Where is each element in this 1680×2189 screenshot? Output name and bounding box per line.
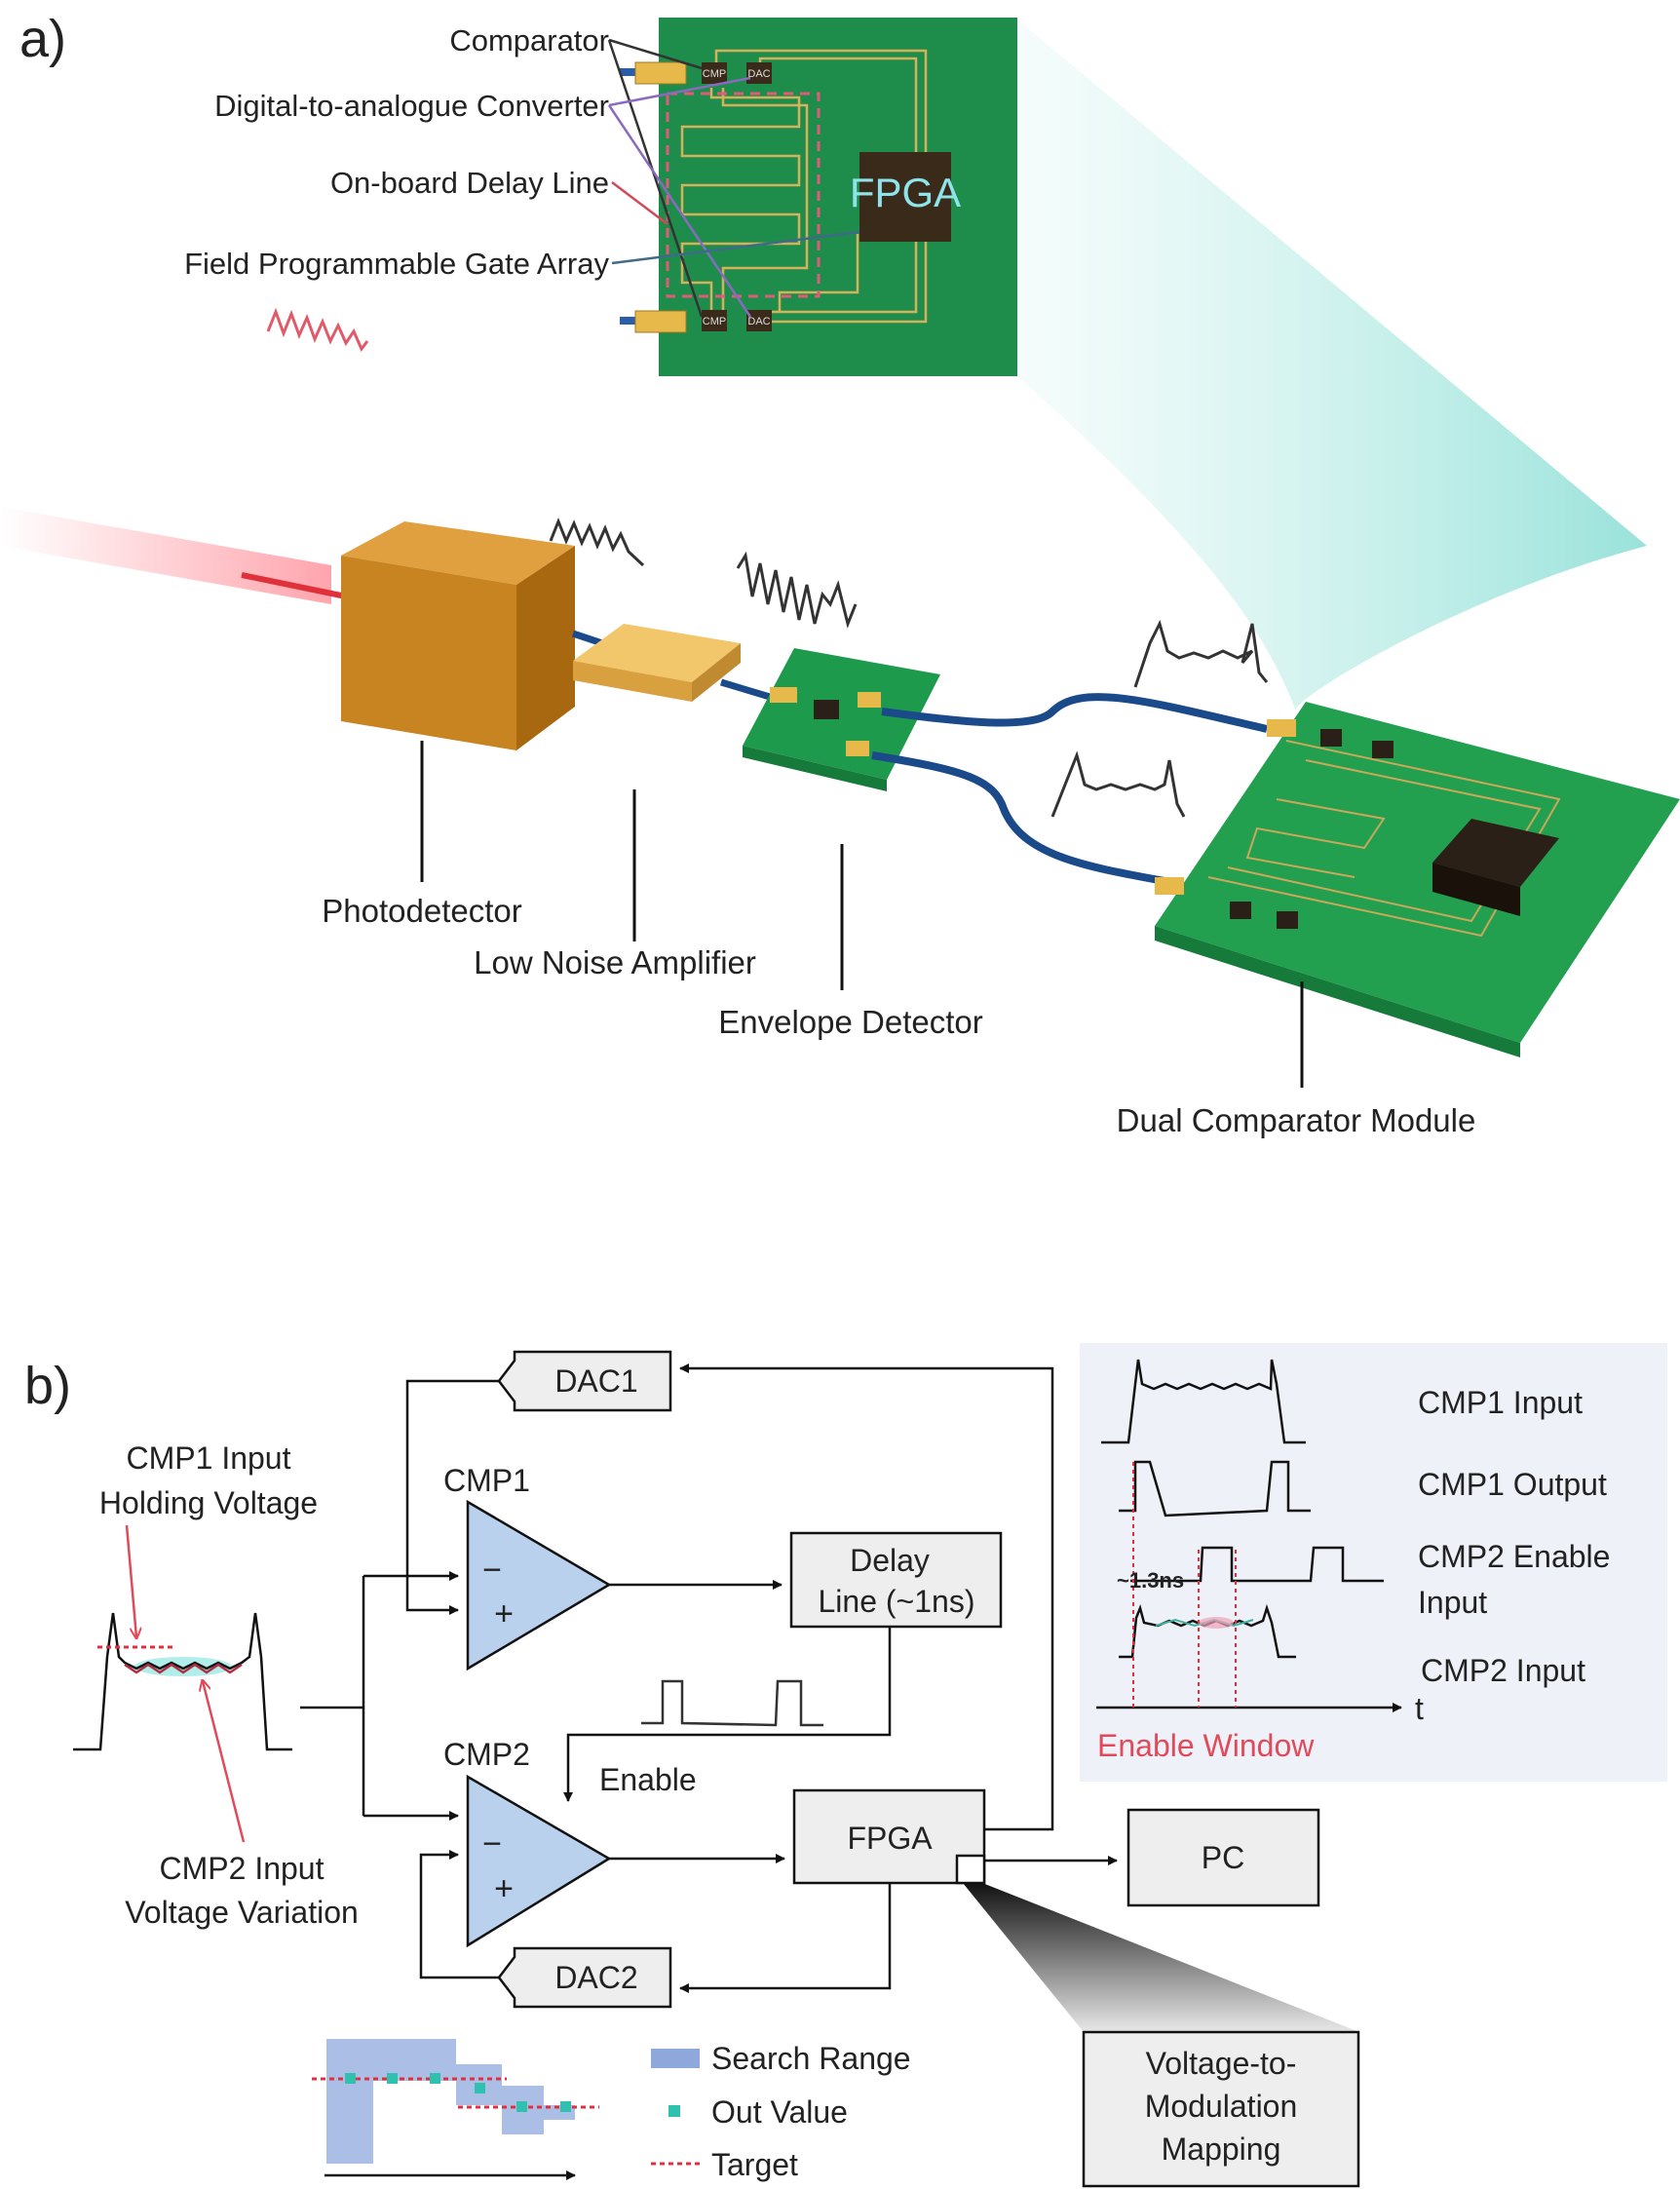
input-waveform	[73, 1612, 292, 1751]
holding-voltage-arrow	[125, 1524, 136, 1637]
enable-window-lines	[1132, 1462, 1237, 1708]
enable-label: Enable	[599, 1762, 697, 1797]
time-axis-label: t	[1415, 1691, 1424, 1726]
search-legend-plot	[312, 2039, 599, 2180]
fpga-chip	[859, 152, 951, 242]
input-signal-wave	[266, 307, 369, 352]
lna-block	[573, 624, 741, 702]
holding-voltage-label-1: CMP1 Input	[127, 1440, 291, 1476]
delay-annotation: ~1.3ns	[1117, 1568, 1184, 1593]
envelope-detector-board	[743, 648, 940, 791]
amplified-wave	[549, 517, 645, 567]
fpga-label: FPGA	[847, 1821, 933, 1856]
dac1-block	[497, 1350, 672, 1412]
timing-cmp1-output: CMP1 Output	[1418, 1467, 1607, 1502]
dac-chip-top	[746, 62, 772, 84]
envelope-label: Envelope Detector	[718, 1004, 983, 1040]
mapping-text-3: Mapping	[1162, 2131, 1281, 2167]
photodetector-cube	[341, 521, 575, 750]
voltage-variation-label-1: CMP2 Input	[160, 1851, 325, 1886]
cmp1-minus: −	[482, 1552, 502, 1589]
cmp-chip-top	[702, 62, 727, 84]
cmp2-minus: −	[482, 1825, 502, 1863]
dual-comparator-board	[1155, 702, 1680, 1057]
cmp-chip-bottom	[702, 310, 727, 331]
pcb-zoom: CMP DAC CMP DAC FPGA	[620, 18, 1017, 376]
cmp2-plus: +	[494, 1870, 514, 1907]
cmp1-triangle	[466, 1499, 612, 1671]
mapping-projection	[963, 1883, 1359, 2032]
legend-out-swatch	[668, 2105, 680, 2117]
delay-line-text-1: Delay	[850, 1543, 930, 1578]
zoom-projection	[1017, 19, 1647, 711]
mapping-text-1: Voltage-to-	[1146, 2046, 1297, 2081]
voltage-variation-label-2: Voltage Variation	[125, 1895, 359, 1930]
panel-b-tag: b)	[24, 1357, 71, 1415]
laser-glow	[0, 507, 331, 604]
enable-pulse-wave	[641, 1679, 823, 1727]
dac2-block	[497, 1946, 672, 2009]
dac2-label: DAC2	[554, 1960, 637, 1995]
delay-line-block	[789, 1531, 1003, 1629]
lna-label: Low Noise Amplifier	[474, 944, 756, 980]
cmp-chip-bottom-label: CMP	[703, 316, 726, 327]
pc-block	[1126, 1808, 1320, 1907]
legend-out-label: Out Value	[711, 2094, 848, 2130]
fpga-submodule	[955, 1854, 986, 1885]
voltage-variation-arrow	[203, 1681, 246, 1843]
legend-target-label: Target	[711, 2147, 798, 2182]
timing-cmp2-enable-1: CMP2 Enable	[1418, 1539, 1610, 1574]
cmp1-label: CMP1	[443, 1463, 530, 1498]
pc-label: PC	[1202, 1840, 1244, 1875]
dac-chip-top-label: DAC	[747, 68, 770, 80]
dac1-label: DAC1	[554, 1363, 637, 1399]
delay-line-label: On-board Delay Line	[330, 166, 609, 200]
timing-cmp2-enable-2: Input	[1418, 1585, 1487, 1620]
fpga-chip-label: FPGA	[850, 170, 961, 215]
mapping-block	[1082, 2030, 1360, 2188]
dac-label: Digital-to-analogue Converter	[214, 89, 609, 123]
legend-search-label: Search Range	[711, 2041, 911, 2076]
laser-fiber	[241, 572, 347, 599]
cmp2-triangle	[466, 1774, 612, 1948]
comparator-label: Comparator	[449, 23, 609, 58]
delay-line-text-2: Line (~1ns)	[819, 1584, 975, 1619]
cmp2-label: CMP2	[443, 1737, 530, 1772]
cmp1-plus: +	[494, 1595, 514, 1632]
fpga-full-label: Field Programmable Gate Array	[184, 247, 609, 281]
enable-window-label: Enable Window	[1097, 1728, 1315, 1763]
mapping-text-2: Modulation	[1145, 2089, 1298, 2124]
fpga-block	[792, 1788, 986, 1885]
timing-cmp2-input: CMP2 Input	[1421, 1653, 1585, 1688]
dac-chip-bottom	[746, 310, 772, 331]
legend-search-swatch	[651, 2049, 700, 2068]
photodetector-label: Photodetector	[322, 893, 521, 929]
dual-cmp-label: Dual Comparator Module	[1117, 1102, 1476, 1138]
dac-chip-bottom-label: DAC	[747, 316, 770, 327]
cmp-chip-top-label: CMP	[703, 68, 726, 80]
holding-voltage-label-2: Holding Voltage	[99, 1485, 318, 1520]
timing-cmp1-input: CMP1 Input	[1418, 1385, 1583, 1420]
panel-a-tag: a)	[19, 10, 66, 68]
enveloped-wave	[736, 551, 858, 629]
